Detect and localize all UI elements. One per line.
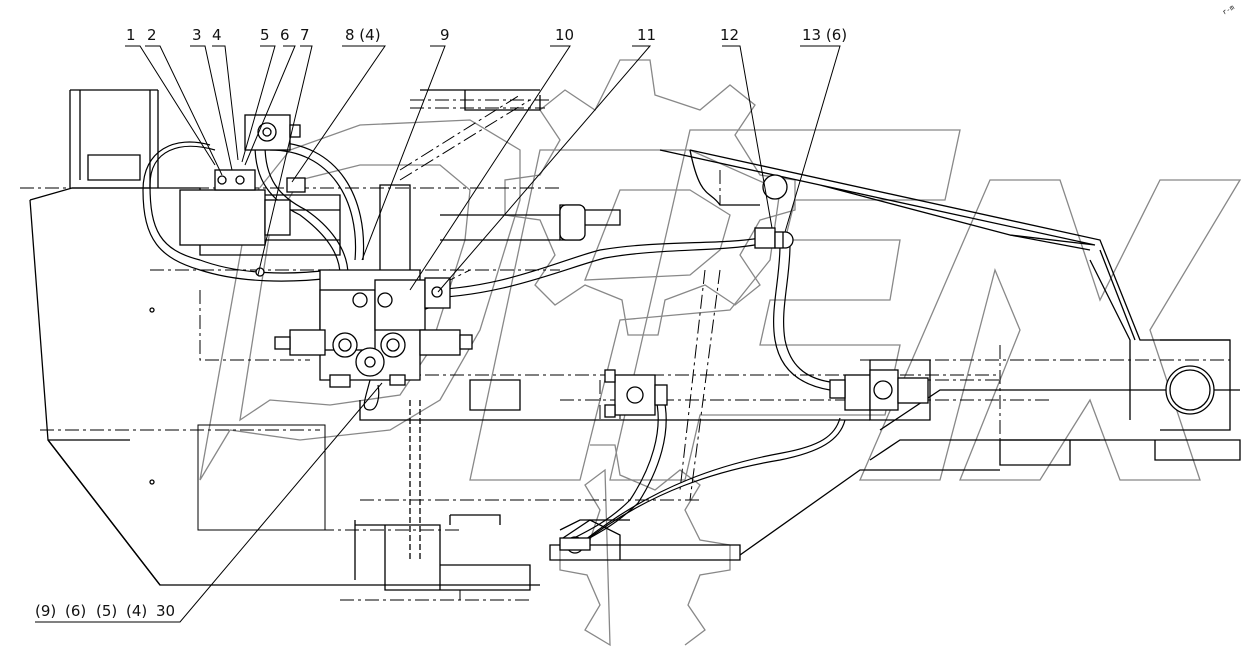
callout-10: 10 <box>555 26 575 44</box>
callout-bottom-4: (4) <box>126 602 148 620</box>
callout-5: 5 <box>260 26 270 44</box>
callout-1: 1 <box>126 26 136 44</box>
callout-7: 7 <box>300 26 310 44</box>
callout-12: 12 <box>720 26 740 44</box>
leader-lines <box>35 45 841 623</box>
hoses <box>142 141 846 546</box>
callout-9: 9 <box>440 26 450 44</box>
callout-8: 8 (4) <box>345 26 381 44</box>
callout-4: 4 <box>212 26 222 44</box>
callout-bottom-30: 30 <box>156 602 176 620</box>
hidden-lines <box>20 94 1230 601</box>
callout-6: 6 <box>280 26 290 44</box>
callout-2: 2 <box>147 26 157 44</box>
callout-bottom-5: (5) <box>96 602 118 620</box>
callout-13: 13 (6) <box>802 26 848 44</box>
callout-bottom-6: (6) <box>65 602 87 620</box>
callout-11: 11 <box>637 26 657 44</box>
frame-outline <box>29 89 1241 591</box>
callout-3: 3 <box>192 26 202 44</box>
callout-bottom-9: (9) <box>35 602 57 620</box>
components <box>149 114 1215 554</box>
